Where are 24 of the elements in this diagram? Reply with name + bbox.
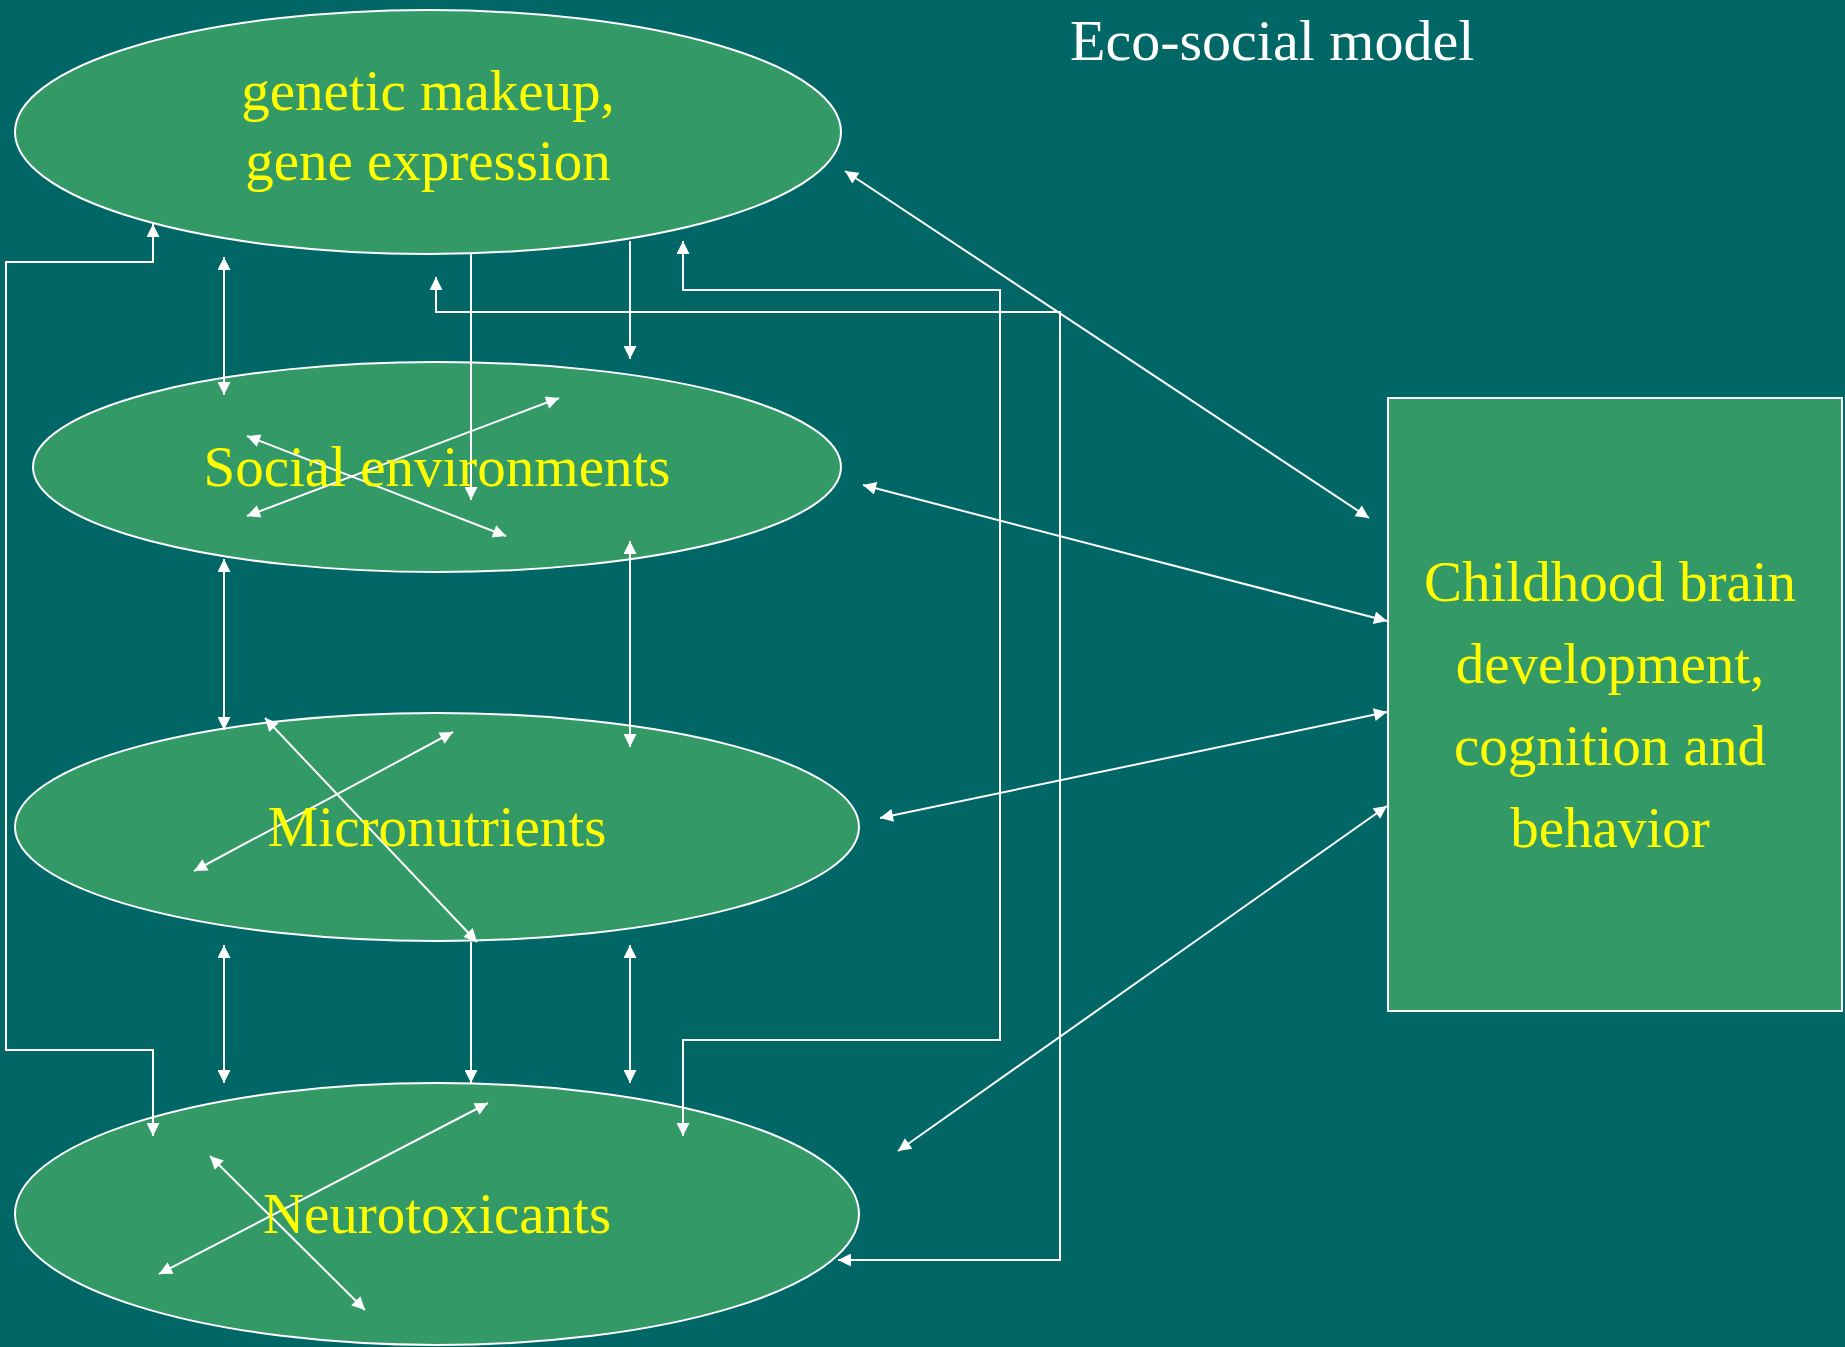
arrow (464, 252, 478, 501)
arrow (5, 223, 160, 1137)
arrow (209, 1155, 366, 1311)
arrow (879, 708, 1388, 822)
arrow (897, 805, 1388, 1152)
arrow (623, 540, 637, 748)
arrow (676, 240, 1001, 1137)
ellipse-node (14, 712, 860, 942)
process-box (1387, 397, 1843, 1012)
ellipse-node (32, 361, 842, 573)
arrow (844, 170, 1370, 519)
arrow (623, 240, 637, 360)
arrow (464, 941, 478, 1084)
ellipse-node (14, 1082, 860, 1346)
node-label: genetic makeup, gene expression (240, 58, 616, 194)
diagram-title: Eco-social model (1070, 7, 1475, 75)
node-label: Childhood brain development, cognition and behavior (1422, 548, 1798, 861)
arrow (862, 481, 1388, 625)
arrow (623, 944, 637, 1084)
arrow (217, 256, 231, 396)
arrow (217, 558, 231, 731)
arrow (217, 944, 231, 1084)
ellipse-node (14, 9, 842, 255)
arrow (429, 276, 1061, 1267)
